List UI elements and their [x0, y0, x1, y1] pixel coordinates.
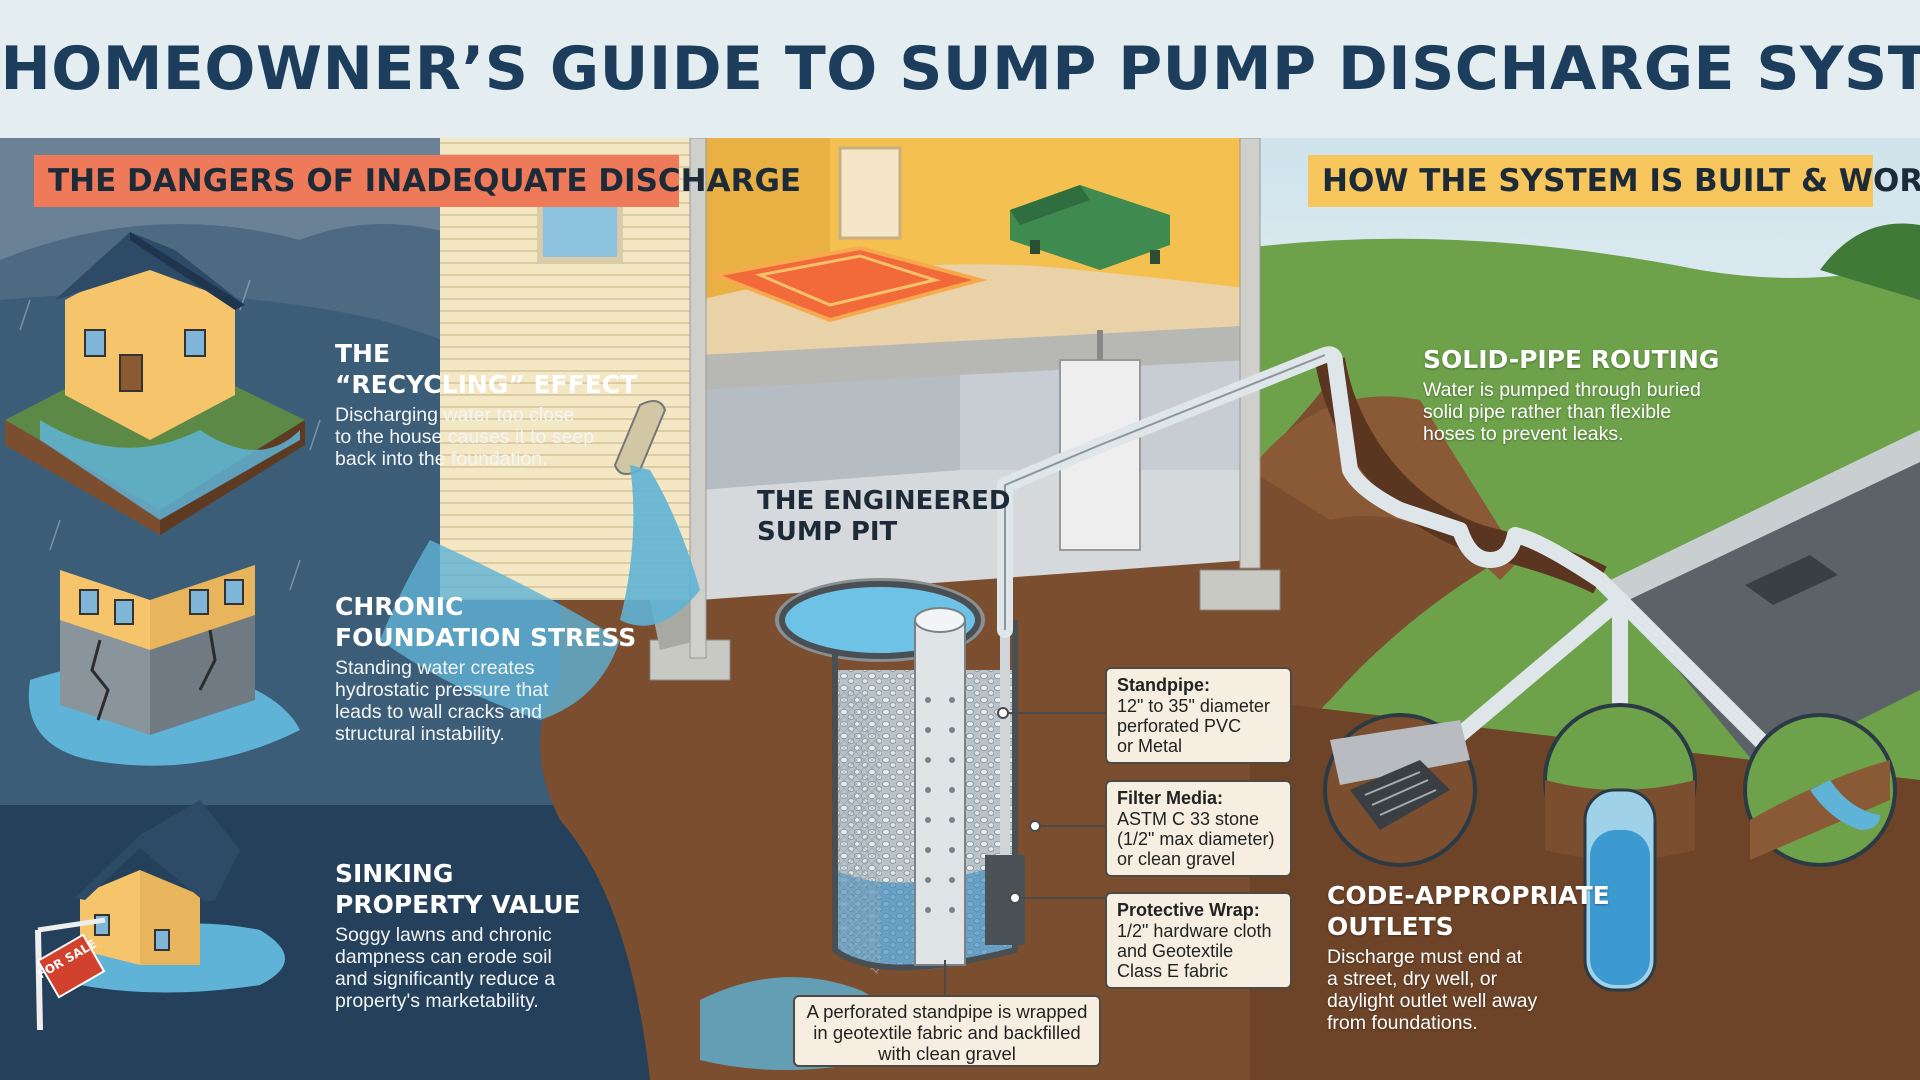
standpipe-callout: Standpipe: 12" to 35" diameter perforate…: [1105, 667, 1292, 764]
dry-well-icon: [1543, 703, 1697, 992]
header: THE HOMEOWNER’S GUIDE TO SUMP PUMP DISCH…: [0, 0, 1920, 138]
filter-media-callout-title: Filter Media:: [1117, 788, 1224, 808]
page-title: THE HOMEOWNER’S GUIDE TO SUMP PUMP DISCH…: [0, 34, 1920, 104]
daylight-outlet-icon: [1743, 713, 1897, 867]
sump-pit-title: THE ENGINEERED SUMP PIT: [757, 486, 1011, 547]
foundation-stress-text: Standing water creates hydrostatic press…: [335, 657, 549, 745]
recycling-effect-item: THE “RECYCLING” EFFECT Discharging water…: [335, 338, 665, 470]
property-value-item: SINKING PROPERTY VALUE Soggy lawns and c…: [335, 858, 665, 1012]
protective-wrap-callout-title: Protective Wrap:: [1117, 900, 1260, 920]
dangers-banner: THE DANGERS OF INADEQUATE DISCHARGE: [34, 155, 801, 207]
foundation-stress-item: CHRONIC FOUNDATION STRESS Standing water…: [335, 591, 665, 745]
property-value-title: SINKING PROPERTY VALUE: [335, 859, 581, 919]
rug-icon: [707, 245, 988, 323]
code-outlets-item: CODE-APPROPRIATE OUTLETS Discharge must …: [1327, 880, 1627, 1034]
solid-pipe-routing-text: Water is pumped through buried solid pip…: [1423, 379, 1701, 445]
storm-drain-icon: [1323, 713, 1477, 867]
recycling-effect-title: THE “RECYCLING” EFFECT: [335, 339, 638, 399]
protective-wrap-callout-text: 1/2" hardware cloth and Geotextile Class…: [1117, 921, 1272, 981]
for-sale-house-icon: FOR SALE: [35, 800, 285, 1031]
filter-media-callout-text: ASTM C 33 stone (1/2" max diameter) or c…: [1117, 809, 1275, 869]
standpipe-callout-title: Standpipe:: [1117, 675, 1210, 695]
property-value-text: Soggy lawns and chronic dampness can ero…: [335, 924, 556, 1012]
code-outlets-title: CODE-APPROPRIATE OUTLETS: [1327, 881, 1610, 941]
couch-icon: [1010, 185, 1170, 270]
house-flood-icon: [5, 232, 305, 535]
road-drain-grate: [1745, 555, 1838, 605]
standpipe-callout-text: 12" to 35" diameter perforated PVC or Me…: [1117, 696, 1270, 756]
sump-pit: [775, 578, 1025, 975]
code-outlets-text: Discharge must end at a street, dry well…: [1327, 946, 1538, 1034]
cracked-foundation-icon: [28, 565, 300, 766]
recycling-effect-text: Discharging water too close to the house…: [335, 404, 595, 470]
how-it-works-banner: HOW THE SYSTEM IS BUILT & WORKS: [1308, 155, 1920, 207]
for-sale-sign: [36, 933, 106, 999]
standpipe-note: A perforated standpipe is wrapped in geo…: [793, 995, 1101, 1067]
foundation-stress-title: CHRONIC FOUNDATION STRESS: [335, 592, 637, 652]
filter-media-callout: Filter Media: ASTM C 33 stone (1/2" max …: [1105, 780, 1292, 877]
solid-pipe-routing-item: SOLID-PIPE ROUTING Water is pumped throu…: [1423, 344, 1753, 445]
protective-wrap-callout: Protective Wrap: 1/2" hardware cloth and…: [1105, 892, 1292, 989]
solid-pipe-routing-title: SOLID-PIPE ROUTING: [1423, 345, 1720, 374]
